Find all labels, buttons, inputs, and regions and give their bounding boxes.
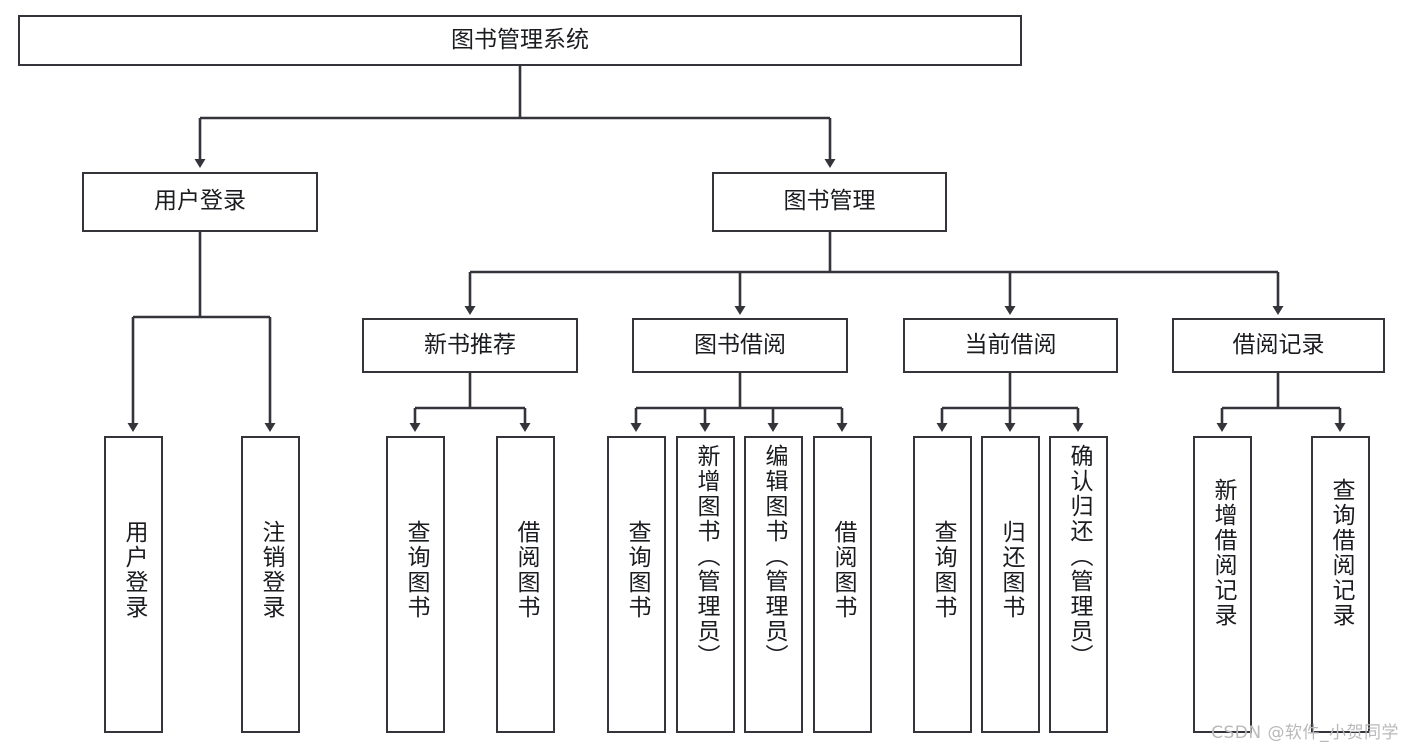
leaf-add-book-admin[interactable]: 新增图书（管理员）	[676, 436, 735, 733]
leaf-borrow-book[interactable]: 借阅图书	[813, 436, 872, 733]
leaf-edit-book-admin[interactable]: 编辑图书（管理员）	[744, 436, 803, 733]
node-label: 用户登录	[121, 520, 147, 620]
node-label: 归还图书	[998, 520, 1024, 620]
leaf-return-book[interactable]: 归还图书	[981, 436, 1040, 733]
node-label: 用户登录	[154, 188, 246, 215]
node-user-login[interactable]: 用户登录	[82, 172, 318, 232]
leaf-user-login[interactable]: 用户登录	[104, 436, 163, 733]
node-label: 当前借阅	[964, 331, 1057, 358]
leaf-query-book-recommend[interactable]: 查询图书	[386, 436, 445, 733]
leaf-query-book-current[interactable]: 查询图书	[913, 436, 972, 733]
node-label: 借阅图书	[513, 520, 539, 620]
node-borrow-record[interactable]: 借阅记录	[1172, 318, 1385, 373]
node-book-management[interactable]: 图书管理	[712, 172, 947, 232]
node-current-borrow[interactable]: 当前借阅	[903, 318, 1118, 373]
leaf-confirm-return-admin[interactable]: 确认归还（管理员）	[1049, 436, 1108, 733]
node-label: 图书管理	[783, 188, 876, 215]
leaf-borrow-book-recommend[interactable]: 借阅图书	[496, 436, 555, 733]
node-label: 新增图书（管理员）	[693, 444, 719, 669]
node-label: 查询图书	[624, 520, 650, 620]
node-label: 注销登录	[258, 520, 284, 620]
watermark-text: CSDN @软件_小贺同学	[1211, 723, 1399, 743]
node-label: 查询图书	[403, 520, 429, 620]
node-new-book-recommend[interactable]: 新书推荐	[362, 318, 578, 373]
node-label: 图书借阅	[694, 331, 786, 358]
node-book-borrow[interactable]: 图书借阅	[632, 318, 848, 373]
node-label: 查询借阅记录	[1328, 478, 1354, 628]
node-label: 编辑图书（管理员）	[761, 444, 787, 669]
node-label: 新书推荐	[424, 331, 516, 358]
node-label: 借阅记录	[1232, 331, 1325, 358]
leaf-query-book-borrow[interactable]: 查询图书	[607, 436, 666, 733]
node-root-system[interactable]: 图书管理系统	[18, 15, 1022, 66]
node-label: 图书管理系统	[451, 26, 589, 53]
node-label: 查询图书	[930, 520, 956, 620]
leaf-query-borrow-record[interactable]: 查询借阅记录	[1311, 436, 1370, 733]
node-label: 确认归还（管理员）	[1066, 444, 1092, 669]
leaf-add-borrow-record[interactable]: 新增借阅记录	[1193, 436, 1252, 733]
node-label: 借阅图书	[830, 520, 856, 620]
leaf-logout[interactable]: 注销登录	[241, 436, 300, 733]
node-label: 新增借阅记录	[1210, 478, 1236, 628]
